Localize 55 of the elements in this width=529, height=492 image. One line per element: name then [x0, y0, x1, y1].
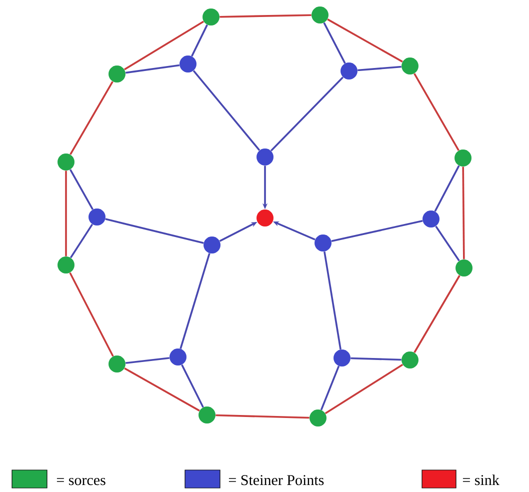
- connector-line: [191, 24, 208, 57]
- connector-line: [126, 357, 170, 364]
- connector-line: [70, 81, 114, 155]
- source-node: [312, 6, 328, 24]
- connector-line: [358, 66, 402, 72]
- connector-line: [124, 368, 200, 412]
- steiner-point-node: [180, 56, 196, 72]
- legend-label: = Steiner Points: [228, 475, 324, 486]
- connector-line: [105, 218, 204, 244]
- source-node: [108, 66, 126, 82]
- connector-line: [270, 76, 344, 152]
- steiner-point-node: [334, 350, 350, 366]
- source-node: [454, 150, 472, 166]
- connector-line: [414, 275, 460, 353]
- connector-line: [65, 170, 67, 256]
- connector-line: [324, 251, 342, 350]
- connector-line: [69, 272, 114, 357]
- connector-line: [414, 73, 460, 151]
- steiner-point-node: [422, 210, 440, 228]
- steiner-point-node: [88, 208, 106, 226]
- source-node: [202, 8, 220, 26]
- connector-line: [192, 70, 260, 151]
- source-node: [456, 260, 472, 276]
- connector-line: [324, 364, 404, 414]
- source-node: [58, 256, 74, 274]
- source-node: [58, 154, 74, 170]
- connector-line: [323, 22, 346, 64]
- connector-line: [350, 357, 402, 361]
- connector-line: [216, 414, 310, 419]
- connector-line: [327, 18, 403, 62]
- source-node: [108, 356, 126, 372]
- steiner-point-node: [204, 236, 220, 254]
- sink-node: [256, 210, 274, 226]
- source-node: [310, 410, 326, 426]
- connector-line: [462, 166, 465, 260]
- connector-line: [180, 253, 210, 349]
- connector-line: [70, 224, 94, 258]
- steiner-point-node: [256, 148, 274, 166]
- legend-label: = sorces: [56, 478, 106, 486]
- connector-line: [126, 64, 180, 74]
- connector-line: [320, 366, 340, 410]
- connector-line: [220, 14, 312, 18]
- steiner-point-node: [170, 348, 186, 366]
- connector-line: [181, 364, 204, 408]
- steiner-point-node: [314, 234, 332, 252]
- connector-line: [124, 20, 204, 70]
- source-node: [402, 352, 418, 368]
- connector-line: [435, 226, 460, 262]
- steiner-point-node: [340, 62, 358, 80]
- legend-label: = sink: [462, 474, 500, 486]
- source-node: [402, 58, 418, 74]
- connector-line: [434, 165, 460, 212]
- connector-line: [70, 169, 94, 210]
- source-node: [198, 406, 216, 424]
- connector-line: [331, 220, 423, 242]
